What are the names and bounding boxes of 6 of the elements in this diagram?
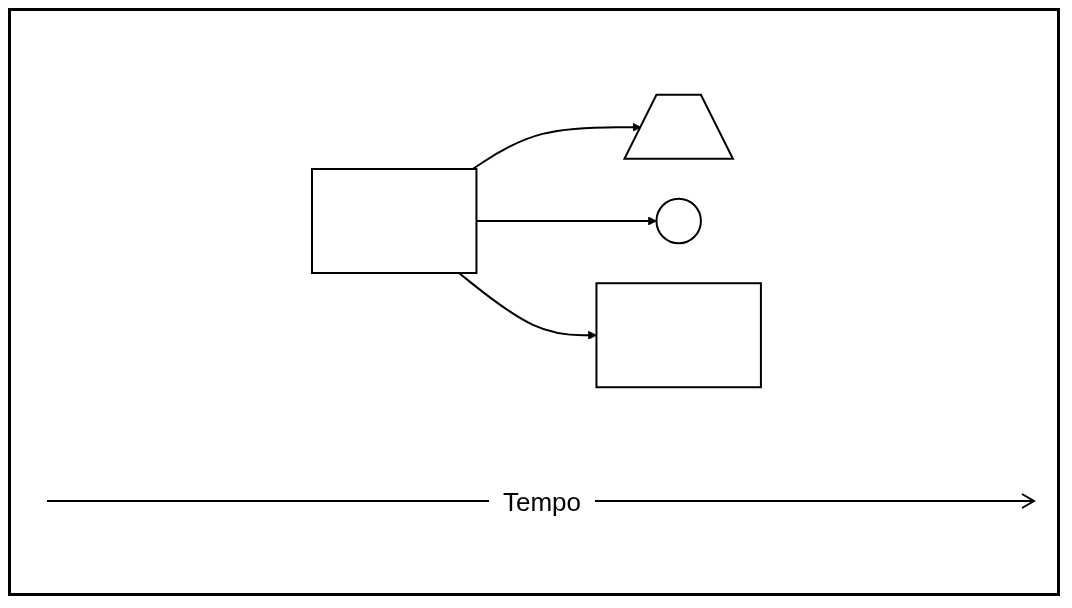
shape-node: [622, 93, 735, 160]
shape-node: [595, 282, 762, 389]
arrow: [471, 122, 641, 170]
shape-node: [655, 197, 702, 245]
shape-node: [310, 168, 477, 274]
arrow: [457, 272, 597, 340]
